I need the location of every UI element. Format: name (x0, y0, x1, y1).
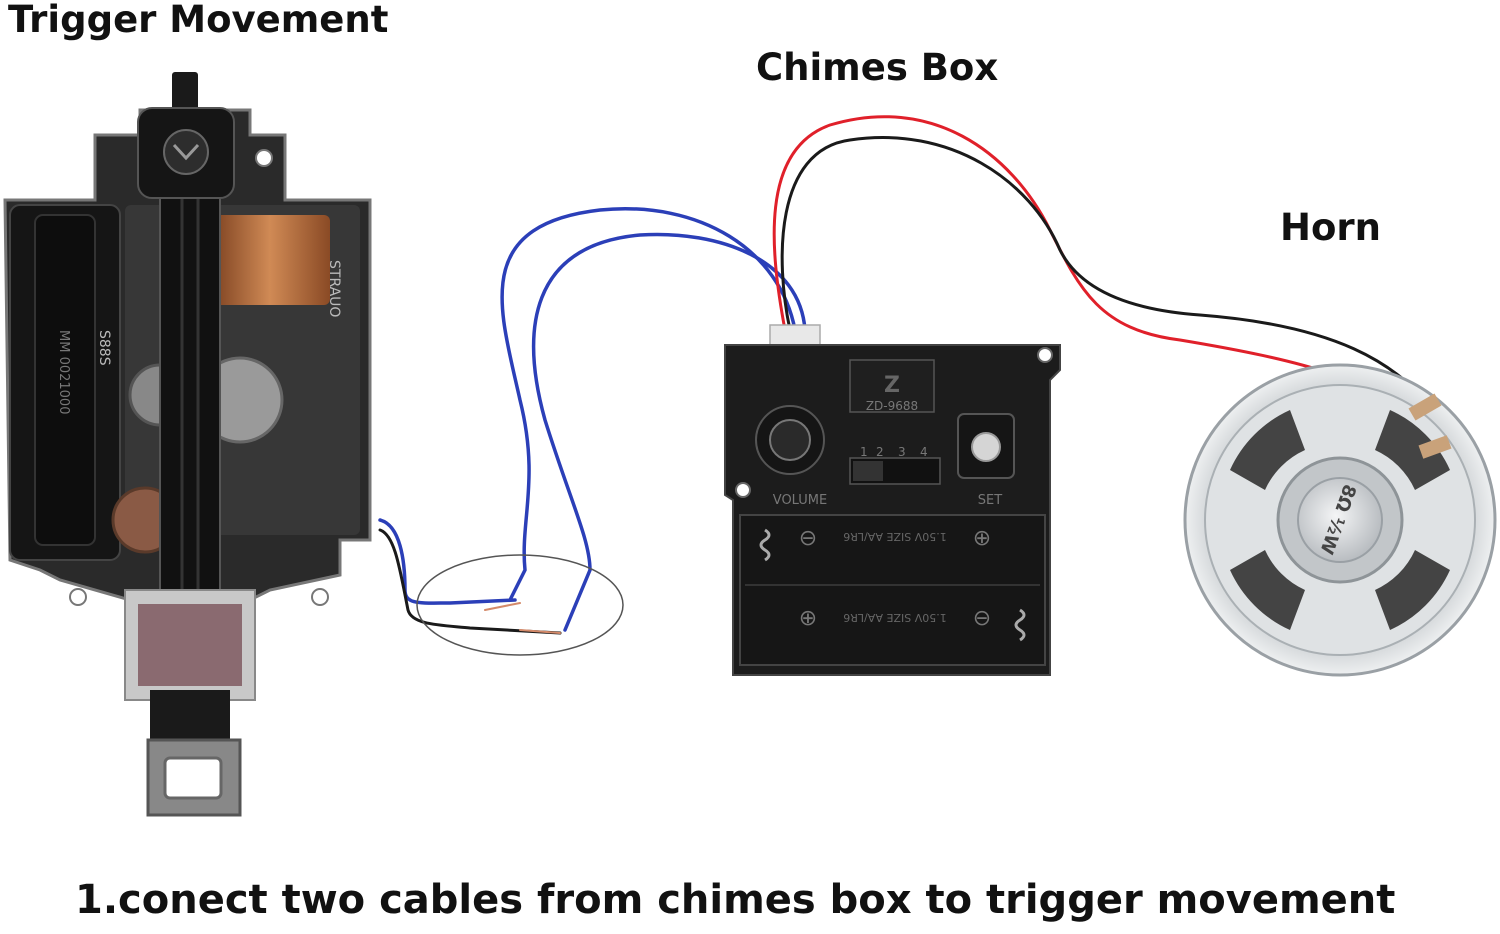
svg-text:S88S: S88S (96, 330, 112, 366)
horn-label: Horn (1280, 206, 1381, 249)
svg-text:⊖: ⊖ (799, 526, 817, 551)
pendulum-rail (159, 169, 221, 601)
set-label: SET (978, 493, 1002, 508)
svg-text:⊕: ⊕ (973, 526, 991, 551)
svg-text:Z: Z (884, 373, 900, 398)
connector (769, 324, 821, 348)
svg-text:3: 3 (898, 445, 906, 459)
chimes-box-label: Chimes Box (756, 46, 999, 89)
trigger-movement: MM 0021000 STRAUO S88S (3, 72, 372, 817)
volume-label: VOLUME (773, 493, 827, 508)
copper-coil (210, 215, 330, 305)
svg-text:1.50V SIZE AA/LR6: 1.50V SIZE AA/LR6 (843, 611, 947, 624)
chimes-box: Z ZD-9688 VOLUME 1 2 3 4 SET 1.50V SIZE … (724, 324, 1061, 676)
svg-text:1.50V SIZE AA/LR6: 1.50V SIZE AA/LR6 (843, 530, 947, 543)
model-label: ZD-9688 (866, 399, 918, 413)
speaker-magnet-cap (1297, 477, 1383, 563)
instruction-caption: 1.conect two cables from chimes box to t… (75, 877, 1396, 923)
black-wire (780, 136, 1442, 422)
svg-text:2: 2 (876, 445, 884, 459)
splice-highlight-circle (416, 554, 624, 656)
svg-text:1: 1 (860, 445, 868, 459)
battery-marking: MM 0021000 (56, 330, 71, 414)
blue-wire (500, 207, 797, 602)
wires (378, 115, 1442, 656)
blue-wire (531, 232, 807, 632)
svg-text:⊖: ⊖ (973, 606, 991, 631)
svg-text:STRAUO: STRAUO (326, 260, 342, 317)
horn-speaker: 8Ω ½W (1183, 363, 1497, 677)
svg-text:4: 4 (920, 445, 928, 459)
battery-holder (739, 514, 1046, 666)
svg-text:⊕: ⊕ (799, 606, 817, 631)
trigger-movement-label: Trigger Movement (8, 0, 389, 41)
